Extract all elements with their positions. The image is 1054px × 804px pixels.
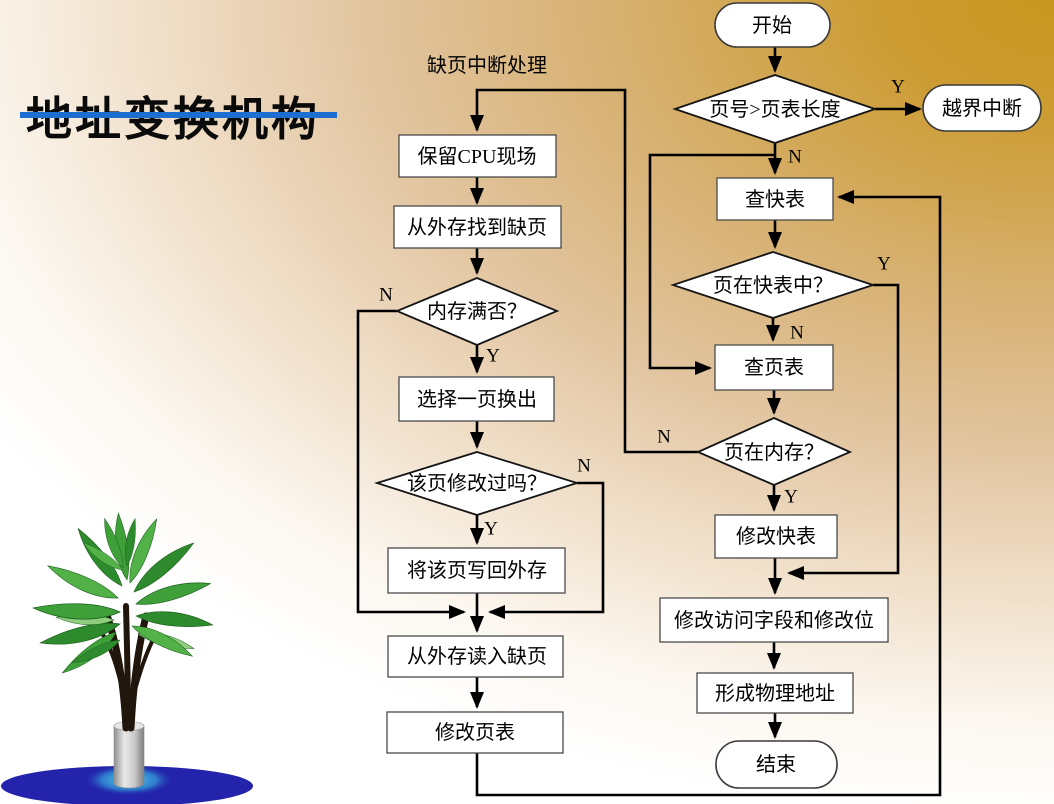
edge-memory-full-no-join: [356, 309, 466, 619]
node-check-tlb-shape: [716, 177, 834, 221]
node-write-back-shape: [387, 547, 566, 594]
node-update-page-table-label: 修改页表: [435, 721, 515, 744]
page-title: 地址变换机构: [26, 93, 320, 145]
node-check-bounds: 页号>页表长度: [672, 74, 878, 144]
node-end: 结束: [715, 740, 838, 789]
node-update-fields-label: 修改访问字段和修改位: [674, 609, 874, 632]
edge-modified-no-join: [488, 481, 605, 619]
node-start-label: 开始: [752, 14, 792, 37]
node-check-tlb-label: 查快表: [745, 188, 805, 211]
label-in-memory-no: N: [657, 427, 671, 448]
node-start-shape: [714, 2, 831, 48]
node-in-tlb-label: 页在快表中？: [713, 274, 833, 297]
node-page-modified: 该页修改过吗？: [374, 451, 580, 516]
node-form-address-shape: [696, 672, 854, 714]
node-out-of-bounds: 越界中断: [922, 84, 1042, 132]
node-in-memory-label: 页在内存？: [724, 441, 824, 464]
node-find-page-label: 从外存找到缺页: [407, 216, 547, 239]
node-end-shape: [715, 740, 838, 789]
plant-pot: [113, 721, 145, 789]
node-check-tlb: 查快表: [716, 177, 834, 221]
label-bounds-yes: Y: [891, 77, 905, 98]
title-underline: [20, 112, 337, 118]
edge-in-tlb-yes-join: [787, 283, 900, 580]
node-start: 开始: [714, 2, 831, 48]
node-select-page-shape: [398, 376, 555, 422]
plant-fronds: [32, 512, 214, 677]
flow-edges: [356, 47, 942, 797]
node-find-page-shape: [393, 205, 562, 249]
node-save-cpu-shape: [398, 134, 557, 178]
node-update-tlb-label: 修改快表: [736, 525, 816, 548]
node-memory-full-shape: [394, 277, 560, 346]
node-select-page: 选择一页换出: [398, 376, 555, 422]
node-in-tlb: 页在快表中？: [670, 251, 876, 319]
node-page-modified-shape: [374, 451, 580, 516]
node-page-modified-label: 该页修改过吗？: [407, 472, 547, 495]
label-memory-full-yes: Y: [486, 346, 500, 367]
node-save-cpu: 保留CPU现场: [398, 134, 557, 178]
fault-handler-section-label: 缺页中断处理: [427, 54, 547, 77]
node-in-tlb-shape: [670, 251, 876, 319]
node-update-tlb-shape: [714, 514, 838, 559]
node-check-bounds-label: 页号>页表长度: [709, 98, 840, 121]
node-end-label: 结束: [756, 753, 796, 776]
node-read-page-label: 从外存读入缺页: [407, 645, 547, 668]
node-in-memory-shape: [695, 417, 853, 486]
node-out-of-bounds-label: 越界中断: [942, 97, 1022, 120]
node-update-page-table-shape: [386, 711, 564, 754]
node-select-page-label: 选择一页换出: [417, 388, 537, 411]
node-write-back-label: 将该页写回外存: [407, 559, 547, 582]
node-update-fields-shape: [659, 597, 889, 643]
node-out-of-bounds-shape: [922, 84, 1042, 132]
node-check-page-table-label: 查页表: [744, 356, 804, 379]
pot-body: [113, 725, 145, 789]
node-update-page-table: 修改页表: [386, 711, 564, 754]
plant-clipart: [1, 512, 253, 804]
node-memory-full: 内存满否？: [394, 277, 560, 346]
node-find-page: 从外存找到缺页: [393, 205, 562, 249]
node-memory-full-label: 内存满否？: [427, 300, 527, 323]
node-form-address-label: 形成物理地址: [715, 682, 835, 705]
label-bounds-no: N: [788, 147, 802, 168]
node-read-page-shape: [387, 635, 564, 678]
node-update-fields: 修改访问字段和修改位: [659, 597, 889, 643]
node-read-page: 从外存读入缺页: [387, 635, 564, 678]
edge-in-memory-no-to-fault-handler: [470, 88, 698, 454]
node-write-back: 将该页写回外存: [387, 547, 566, 594]
label-memory-full-no: N: [379, 285, 393, 306]
node-form-address: 形成物理地址: [696, 672, 854, 714]
label-modified-no: N: [577, 456, 591, 477]
label-modified-yes: Y: [484, 519, 498, 540]
edge-retry-to-check-tlb: [475, 190, 942, 797]
node-check-bounds-shape: [672, 74, 878, 144]
branch-labels: Y N Y N N Y N Y N Y: [379, 77, 905, 540]
label-in-memory-yes: Y: [784, 487, 798, 508]
node-save-cpu-label: 保留CPU现场: [418, 145, 537, 168]
edge-parallel-to-page-table: [648, 153, 775, 375]
node-in-memory: 页在内存？: [695, 417, 853, 486]
label-in-tlb-yes: Y: [877, 254, 891, 275]
node-check-page-table: 查页表: [714, 344, 834, 391]
node-update-tlb: 修改快表: [714, 514, 838, 559]
label-in-tlb-no: N: [790, 323, 804, 344]
node-check-page-table-shape: [714, 344, 834, 391]
